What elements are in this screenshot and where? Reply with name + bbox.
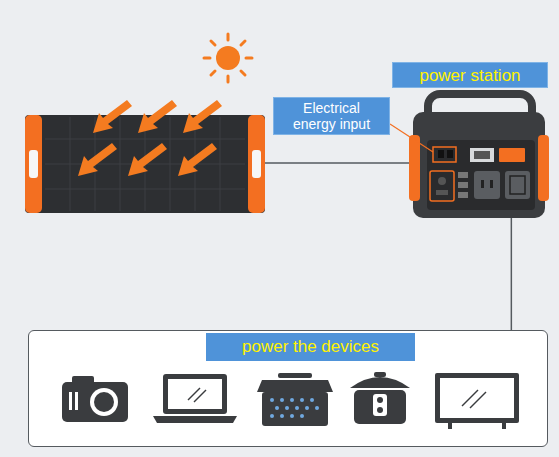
node-label: power the devices [206,333,415,361]
tv-icon [435,373,519,429]
power-station-box: power station [392,62,548,218]
cooler-icon [257,373,333,426]
input-port-highlight [433,147,456,162]
devices-box: power the devices [28,330,548,447]
node-label: power station [392,62,548,88]
power-station-unit [409,94,549,218]
laptop-icon [153,374,237,423]
solar-panel [25,100,265,213]
panel-wire [265,162,413,164]
connector-line [511,218,513,330]
rice-cooker-icon [350,372,410,424]
callout-box: Electrical energy input [273,97,390,135]
sun-icon [204,34,252,82]
node-label: Electrical energy input [286,100,377,132]
callout-leader [390,124,433,152]
camera-icon [62,376,128,422]
